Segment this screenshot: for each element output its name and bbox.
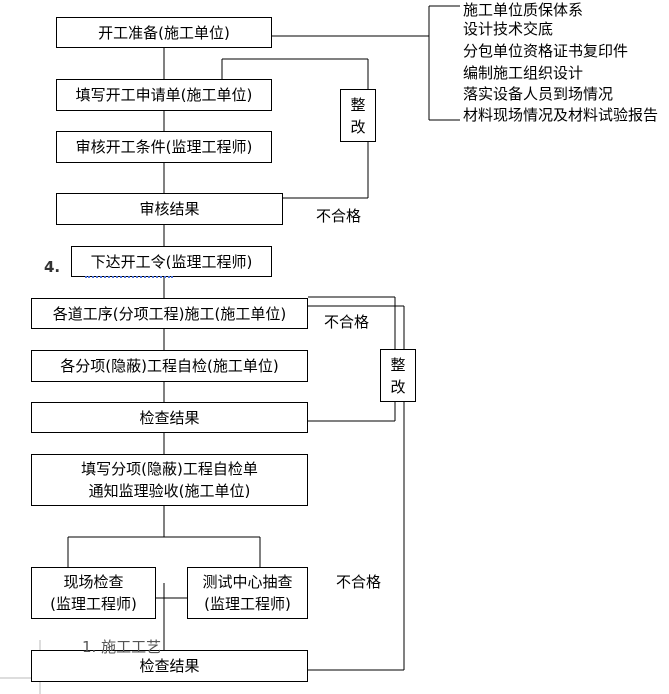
- step-submit-acceptance-line1: 填写分项(隐蔽)工程自检单: [81, 460, 258, 478]
- step-submit-acceptance-line2: 通知监理验收(施工单位): [88, 482, 251, 500]
- rectify-box-upper: 整 改: [340, 89, 376, 142]
- step-submit-acceptance: 填写分项(隐蔽)工程自检单 通知监理验收(施工单位): [31, 454, 308, 506]
- step-site-inspection-line2: (监理工程师): [50, 595, 137, 613]
- list-marker-fragment: 4.: [44, 258, 61, 276]
- note-construction-plan: 编制施工组织设计: [463, 64, 584, 82]
- step-site-inspection-line1: 现场检查: [63, 573, 124, 591]
- note-quality-system: 施工单位质保体系: [463, 1, 584, 19]
- step-process-construction: 各道工序(分项工程)施工(施工单位): [31, 298, 308, 329]
- rectify-upper-char2: 改: [350, 117, 366, 136]
- step-final-result: 检查结果: [31, 650, 308, 682]
- step-review-conditions: 审核开工条件(监理工程师): [56, 131, 272, 163]
- step-lab-spot-check-line1: 测试中心抽查: [202, 573, 293, 591]
- note-subcontractor-certificates: 分包单位资格证书复印件: [463, 42, 629, 60]
- step-site-inspection: 现场检查 (监理工程师): [31, 567, 156, 619]
- rectify-lower-char1: 整: [390, 355, 406, 374]
- step-review-result: 审核结果: [56, 193, 283, 225]
- note-material-reports: 材料现场情况及材料试验报告: [463, 106, 659, 124]
- step-issue-start-order: 下达开工令(监理工程师): [71, 246, 272, 277]
- rectify-upper-char1: 整: [350, 95, 366, 114]
- fail-label-middle: 不合格: [324, 313, 370, 331]
- step-lab-spot-check-line2: (监理工程师): [204, 595, 291, 613]
- section-heading-fragment: 1. 施工工艺: [82, 638, 162, 656]
- note-equipment-personnel: 落实设备人员到场情况: [463, 85, 614, 103]
- step-inspection-result: 检查结果: [31, 402, 308, 433]
- step-start-preparation: 开工准备(施工单位): [56, 17, 272, 48]
- spellcheck-underline: [85, 276, 173, 278]
- fail-label-lower: 不合格: [336, 573, 382, 591]
- step-start-application: 填写开工申请单(施工单位): [56, 79, 272, 111]
- step-self-inspection: 各分项(隐蔽)工程自检(施工单位): [31, 350, 308, 382]
- note-tech-disclosure: 设计技术交底: [463, 20, 554, 38]
- rectify-lower-char2: 改: [390, 377, 406, 396]
- step-lab-spot-check: 测试中心抽查 (监理工程师): [187, 567, 308, 619]
- fail-label-upper: 不合格: [316, 207, 362, 225]
- rectify-box-lower: 整 改: [380, 349, 416, 402]
